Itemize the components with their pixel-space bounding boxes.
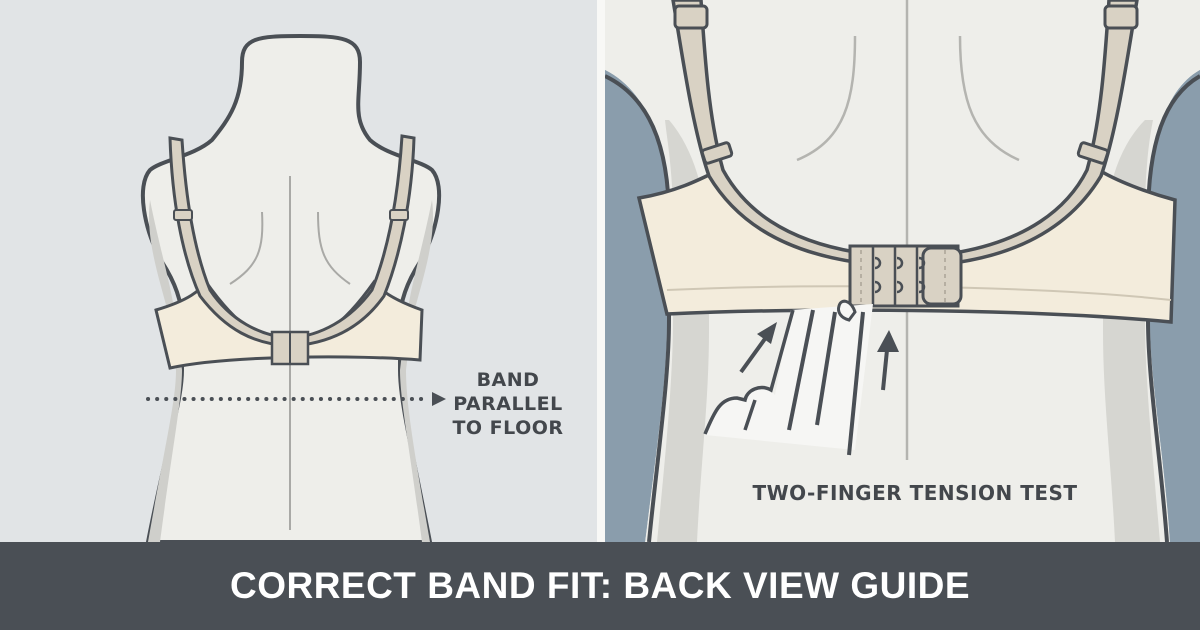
footer-banner: CORRECT BAND FIT: BACK VIEW GUIDE xyxy=(0,542,1200,630)
left-panel-back-view: BAND PARALLEL TO FLOOR xyxy=(0,0,597,542)
hand-fingers-icon xyxy=(703,299,873,456)
arrow-up-icon xyxy=(877,330,899,391)
strap-slider-right xyxy=(1103,4,1139,30)
band-parallel-label: BAND PARALLEL TO FLOOR xyxy=(438,368,578,440)
strap-slider-left xyxy=(673,4,709,30)
guide-title: CORRECT BAND FIT: BACK VIEW GUIDE xyxy=(229,565,971,606)
label-line-2: PARALLEL xyxy=(453,393,563,415)
right-panel-tension-test: TWO-FINGER TENSION TEST xyxy=(605,0,1200,542)
dotted-arrow-right-icon xyxy=(432,392,446,406)
strap-slider-left xyxy=(173,209,193,221)
arrow-up-right-icon xyxy=(739,322,777,374)
tension-test-label: TWO-FINGER TENSION TEST xyxy=(752,481,1078,505)
hook-and-eye-closure-icon xyxy=(848,244,963,308)
bra-closeup-illustration xyxy=(605,0,1200,542)
back-outline-left xyxy=(605,74,671,542)
strap-slider-right xyxy=(389,209,409,221)
panel-divider xyxy=(597,0,605,542)
label-line-3: TO FLOOR xyxy=(452,417,564,439)
label-line-1: BAND xyxy=(476,369,540,391)
mannequin-back-figure xyxy=(140,33,446,542)
